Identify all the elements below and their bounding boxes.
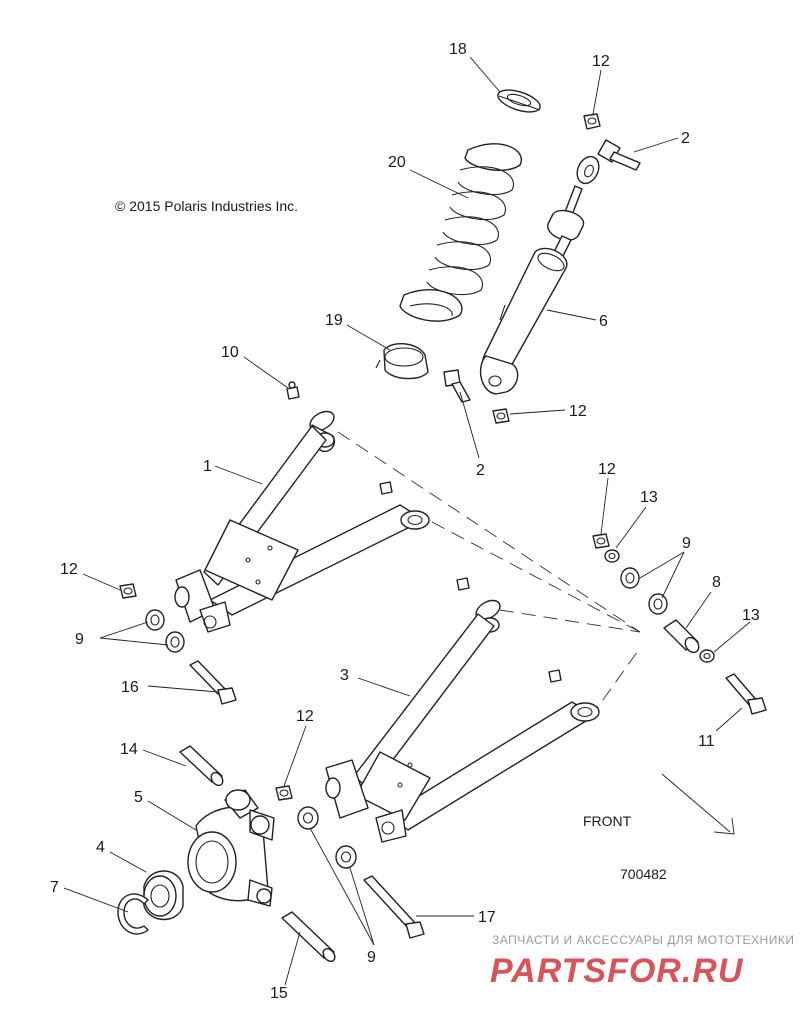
callout-9-right: 9 <box>682 535 691 552</box>
front-label: FRONT <box>583 813 632 829</box>
callout-20: 20 <box>388 154 406 171</box>
callout-3: 3 <box>340 667 349 684</box>
part-coil-spring <box>399 143 523 322</box>
callout-11: 11 <box>698 733 715 750</box>
diagram-number: 700482 <box>620 866 667 882</box>
callout-9-left: 9 <box>75 631 84 648</box>
part-bushing-lower-b <box>335 845 357 869</box>
part-nut-shock <box>492 408 510 424</box>
callout-leader-lines <box>63 56 751 986</box>
copyright-text: © 2015 Polaris Industries Inc. <box>115 198 298 214</box>
callout-16: 16 <box>121 679 139 696</box>
callout-4: 4 <box>96 839 105 856</box>
part-bushing-left-a <box>145 609 165 631</box>
callout-12-shock: 12 <box>569 403 587 420</box>
part-grease-fitting-lower-arm <box>456 577 470 591</box>
callout-7: 7 <box>50 879 59 896</box>
part-pivot-bolt-11 <box>725 673 767 715</box>
part-nut-top <box>583 113 601 130</box>
assembly-dashed-lines <box>337 431 641 719</box>
part-bearing-carrier <box>187 789 275 907</box>
part-pivot-bolt-16 <box>189 660 237 705</box>
part-sleeve-8 <box>663 619 700 654</box>
callout-12-left: 12 <box>60 561 78 578</box>
callout-2-lower: 2 <box>476 462 485 479</box>
part-pivot-bolt-17 <box>363 875 425 939</box>
part-shock-absorber <box>479 155 600 395</box>
part-nut-lower-center <box>275 785 293 801</box>
watermark-brand: PARTSFOR.RU <box>490 952 744 990</box>
front-direction-indicator: FRONT <box>583 773 735 835</box>
part-sleeve-14 <box>179 745 224 787</box>
callout-numbers: 18 12 2 20 6 19 10 12 2 1 12 13 9 8 13 1… <box>50 41 760 1002</box>
callout-8: 8 <box>712 574 721 591</box>
part-bushing-left-b <box>165 631 185 653</box>
part-spring-seat <box>375 343 429 380</box>
part-bolt-lower <box>443 369 471 403</box>
callout-17: 17 <box>478 909 496 926</box>
part-bushing-right-b <box>648 593 668 615</box>
part-grease-fitting-lower-arm-rear <box>548 669 562 683</box>
part-grease-fitting-upper-arm <box>379 481 393 495</box>
part-nut-left <box>119 583 137 599</box>
callout-1: 1 <box>203 458 212 475</box>
part-wheel-bearing <box>143 870 184 921</box>
callout-6: 6 <box>599 313 608 330</box>
callout-2-top: 2 <box>681 130 690 147</box>
part-washer-right-a <box>604 549 620 563</box>
callout-5: 5 <box>134 789 143 806</box>
callout-13-lower: 13 <box>742 607 760 624</box>
callout-14: 14 <box>120 741 138 758</box>
callout-12-right: 12 <box>598 461 616 478</box>
part-nut-right <box>592 533 610 549</box>
part-upper-a-arm <box>174 410 430 633</box>
part-bushing-right-a <box>620 567 640 589</box>
callout-10: 10 <box>221 344 239 361</box>
part-washer-right-b <box>699 649 715 663</box>
part-grease-fitting <box>286 381 300 400</box>
watermark: ЗАПЧАСТИ И АКСЕССУАРЫ ДЛЯ МОТОТЕХНИКИ PA… <box>490 933 794 990</box>
part-snap-ring <box>117 893 149 935</box>
part-lower-a-arm <box>325 599 600 843</box>
callout-9-lower: 9 <box>367 949 376 966</box>
callout-19: 19 <box>325 312 343 329</box>
callout-13-upper: 13 <box>640 489 658 506</box>
part-spring-retainer <box>497 89 541 113</box>
callout-12-lower: 12 <box>296 708 314 725</box>
watermark-subtitle: ЗАПЧАСТИ И АКСЕССУАРЫ ДЛЯ МОТОТЕХНИКИ <box>492 933 794 947</box>
callout-15: 15 <box>270 985 288 1002</box>
callout-12-top: 12 <box>592 53 610 70</box>
callout-18: 18 <box>449 41 467 58</box>
part-sleeve-15 <box>281 911 336 963</box>
part-bolt-top <box>597 139 641 171</box>
part-bushing-lower-a <box>297 806 319 830</box>
